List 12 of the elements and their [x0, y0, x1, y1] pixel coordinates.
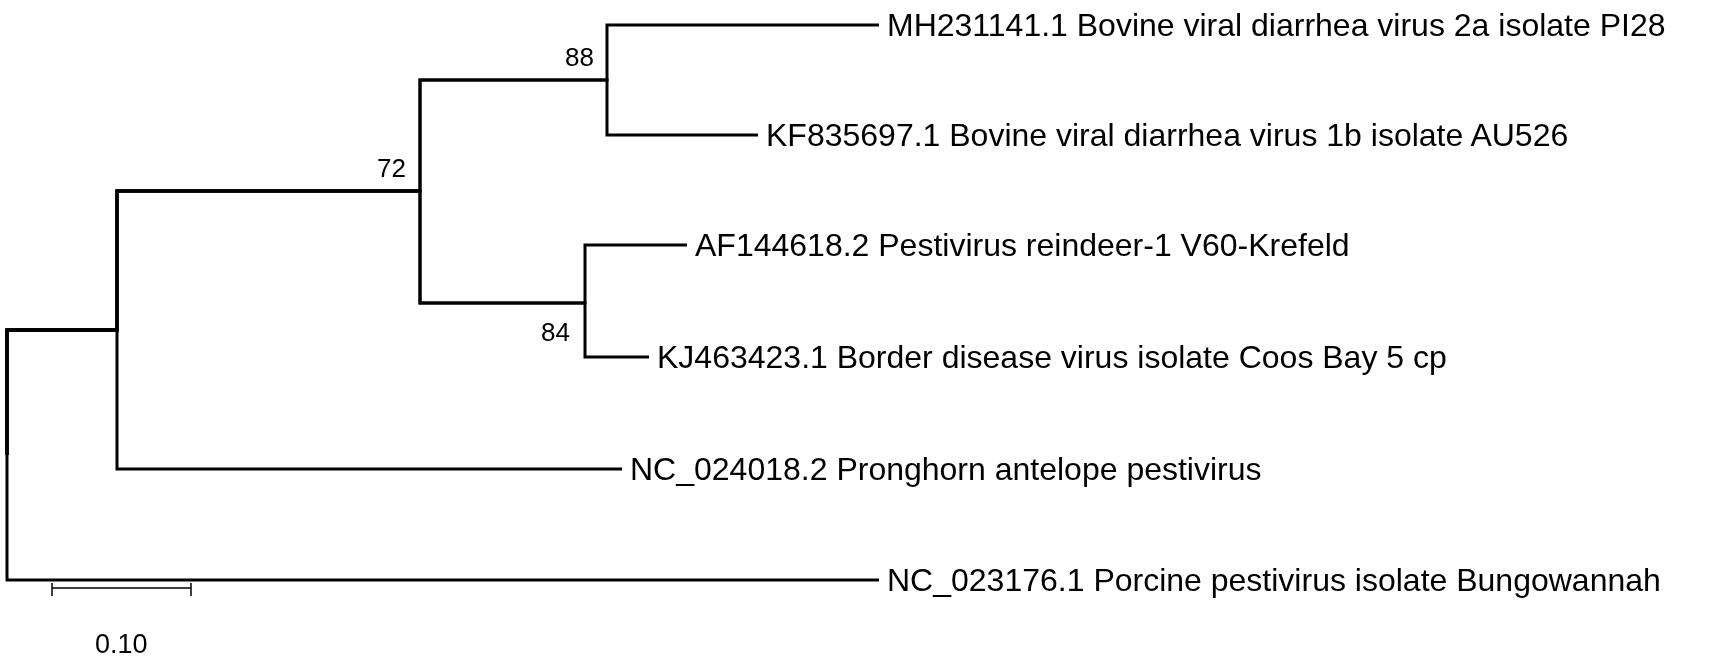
scale-label: 0.10 [95, 629, 148, 661]
bootstrap-value: 88 [565, 43, 594, 73]
bootstrap-value: 84 [541, 318, 570, 348]
taxon-label: NC_023176.1 Porcine pestivirus isolate Bungowannah [887, 561, 1661, 599]
taxon-label: AF144618.2 Pestivirus reindeer-1 V60-Krefeld [695, 226, 1350, 264]
taxon-label: KF835697.1 Bovine viral diarrhea virus 1b isolate AU526 [766, 116, 1569, 154]
bootstrap-value: 72 [377, 154, 406, 184]
tree-branch [5, 455, 879, 582]
taxon-label: NC_024018.2 Pronghorn antelope pestivirus [630, 450, 1262, 488]
taxon-label: MH231141.1 Bovine viral diarrhea virus 2a isolate PI28 [887, 6, 1666, 44]
tree-branch [5, 328, 622, 471]
taxon-label: KJ463423.1 Border disease virus isolate Coos Bay 5 cp [657, 338, 1447, 376]
